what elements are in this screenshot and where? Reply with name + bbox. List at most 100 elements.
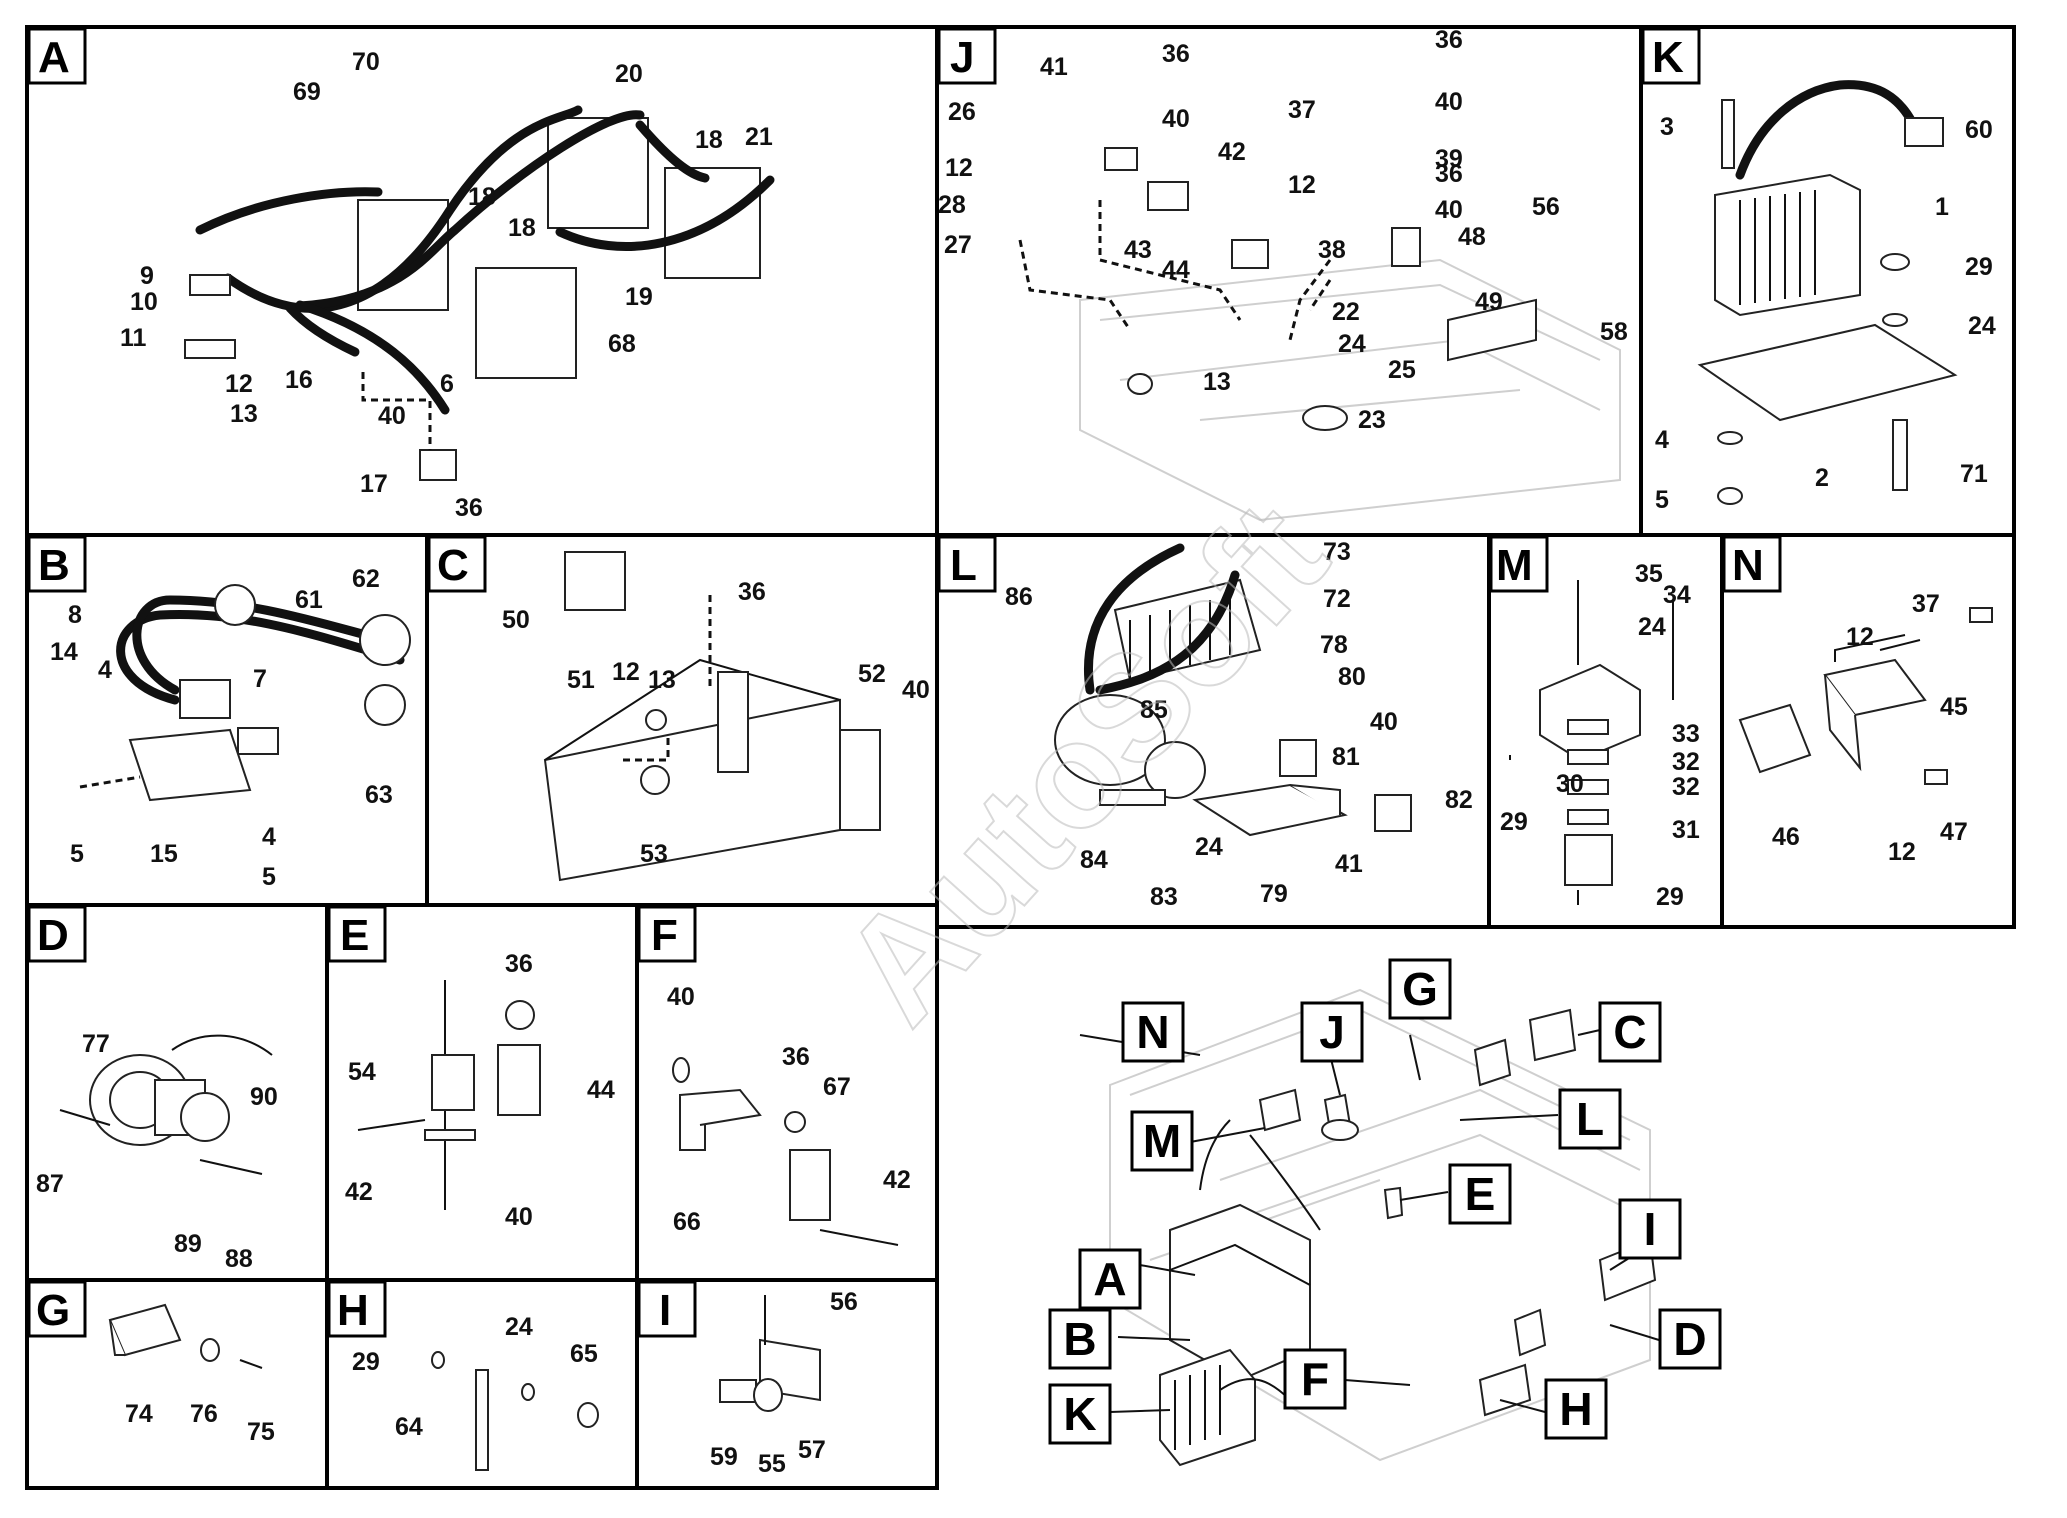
callout-c-53: 53 bbox=[640, 840, 668, 868]
overview-tag-box-k bbox=[1048, 1383, 1112, 1445]
callout-k-1: 1 bbox=[1935, 193, 1949, 221]
callout-h-24: 24 bbox=[505, 1313, 533, 1341]
overview-tag-n: N bbox=[1136, 1006, 1169, 1058]
callout-j-22: 22 bbox=[1332, 298, 1360, 326]
callout-a-40: 40 bbox=[378, 402, 406, 430]
panel-d-letter: D bbox=[37, 911, 69, 960]
panel-k-letter: K bbox=[1652, 33, 1684, 82]
panel-d-artwork bbox=[59, 1034, 273, 1175]
callout-l-85: 85 bbox=[1140, 696, 1168, 724]
callout-a-69: 69 bbox=[293, 78, 321, 106]
callout-l-40: 40 bbox=[1370, 708, 1398, 736]
callout-j-28: 28 bbox=[938, 191, 966, 219]
callout-j-12: 12 bbox=[945, 154, 973, 182]
callout-k-5: 5 bbox=[1655, 486, 1669, 514]
callout-a-10: 10 bbox=[130, 288, 158, 316]
callout-b-5: 5 bbox=[262, 863, 276, 891]
callout-j-39: 39 bbox=[1435, 145, 1463, 173]
callout-j-36: 36 bbox=[1435, 160, 1463, 188]
overview-tag-j: J bbox=[1319, 1006, 1345, 1058]
callout-e-44: 44 bbox=[587, 1076, 615, 1104]
panel-i-letter: I bbox=[659, 1286, 671, 1335]
callout-e-54: 54 bbox=[348, 1058, 376, 1086]
callout-j-56: 56 bbox=[1532, 193, 1560, 221]
callout-a-9: 9 bbox=[140, 262, 154, 290]
overview-tag-a: A bbox=[1093, 1253, 1126, 1305]
panel-c-letter: C bbox=[437, 541, 469, 590]
overview-tag-box-c bbox=[1598, 1001, 1662, 1063]
panel-l-letter: L bbox=[950, 541, 977, 590]
callout-g-74: 74 bbox=[125, 1400, 153, 1428]
callout-m-32: 32 bbox=[1672, 773, 1700, 801]
callout-a-6: 6 bbox=[440, 370, 454, 398]
callout-n-12: 12 bbox=[1846, 623, 1874, 651]
callout-i-57: 57 bbox=[798, 1436, 826, 1464]
callout-l-79: 79 bbox=[1260, 880, 1288, 908]
callout-b-62: 62 bbox=[352, 565, 380, 593]
callout-a-19: 19 bbox=[625, 283, 653, 311]
callout-c-36: 36 bbox=[738, 578, 766, 606]
callout-l-80: 80 bbox=[1338, 663, 1366, 691]
callout-j-36: 36 bbox=[1162, 40, 1190, 68]
callout-j-12: 12 bbox=[1288, 171, 1316, 199]
overview-tag-c: C bbox=[1613, 1006, 1646, 1058]
callout-c-52: 52 bbox=[858, 660, 886, 688]
panel-e-letter: E bbox=[340, 911, 369, 960]
overview-tag-box-a bbox=[1078, 1248, 1142, 1310]
panel-j-artwork bbox=[1018, 147, 1621, 522]
callout-c-51: 51 bbox=[567, 666, 595, 694]
callout-k-2: 2 bbox=[1815, 464, 1829, 492]
callout-j-40: 40 bbox=[1162, 105, 1190, 133]
overview-tag-h: H bbox=[1559, 1383, 1592, 1435]
callout-j-58: 58 bbox=[1600, 318, 1628, 346]
callout-c-40: 40 bbox=[902, 676, 930, 704]
callout-m-33: 33 bbox=[1672, 720, 1700, 748]
callout-l-72: 72 bbox=[1323, 585, 1351, 613]
overview-tag-b: B bbox=[1063, 1313, 1096, 1365]
overview-tag-box-f bbox=[1283, 1348, 1347, 1410]
overview-tag-box-g bbox=[1388, 958, 1452, 1020]
callout-k-60: 60 bbox=[1965, 116, 1993, 144]
callout-c-50: 50 bbox=[502, 606, 530, 634]
callout-j-37: 37 bbox=[1288, 96, 1316, 124]
panel-letters: A J K B C L M N D E F G H I bbox=[27, 27, 1782, 1338]
callout-m-30: 30 bbox=[1556, 770, 1584, 798]
overview-tag-f: F bbox=[1301, 1353, 1329, 1405]
overview-tag-box-l bbox=[1558, 1088, 1622, 1150]
callout-j-25: 25 bbox=[1388, 356, 1416, 384]
callout-a-70: 70 bbox=[352, 48, 380, 76]
callout-k-24: 24 bbox=[1968, 312, 1996, 340]
callout-j-43: 43 bbox=[1124, 236, 1152, 264]
callout-l-84: 84 bbox=[1080, 846, 1108, 874]
panel-h-artwork bbox=[431, 1351, 599, 1471]
callout-b-4: 4 bbox=[262, 823, 276, 851]
callout-j-24: 24 bbox=[1338, 330, 1366, 358]
callout-n-47: 47 bbox=[1940, 818, 1968, 846]
callout-c-13: 13 bbox=[648, 666, 676, 694]
overview-tag-g: G bbox=[1402, 963, 1438, 1015]
watermark: AutoSoft bbox=[809, 471, 1357, 1054]
callout-j-48: 48 bbox=[1458, 223, 1486, 251]
panel-l-artwork bbox=[1054, 543, 1412, 837]
panel-b-artwork bbox=[79, 584, 411, 802]
panel-g-artwork bbox=[108, 1303, 263, 1369]
callout-h-64: 64 bbox=[395, 1413, 423, 1441]
panel-k-artwork bbox=[1697, 80, 1958, 505]
panel-frames bbox=[25, 25, 2016, 1490]
overview-tag-box-i bbox=[1618, 1198, 1682, 1260]
overview-tag-box-h bbox=[1544, 1378, 1608, 1440]
callout-l-83: 83 bbox=[1150, 883, 1178, 911]
callout-l-82: 82 bbox=[1445, 786, 1473, 814]
panel-c-artwork bbox=[543, 551, 881, 882]
callout-l-81: 81 bbox=[1332, 743, 1360, 771]
callout-m-24: 24 bbox=[1638, 613, 1666, 641]
callout-g-75: 75 bbox=[247, 1418, 275, 1446]
callout-d-77: 77 bbox=[82, 1030, 110, 1058]
overview-tag-e: E bbox=[1465, 1168, 1496, 1220]
callout-f-36: 36 bbox=[782, 1043, 810, 1071]
callout-k-29: 29 bbox=[1965, 253, 1993, 281]
panel-g-letter: G bbox=[36, 1286, 70, 1335]
callout-a-13: 13 bbox=[230, 400, 258, 428]
